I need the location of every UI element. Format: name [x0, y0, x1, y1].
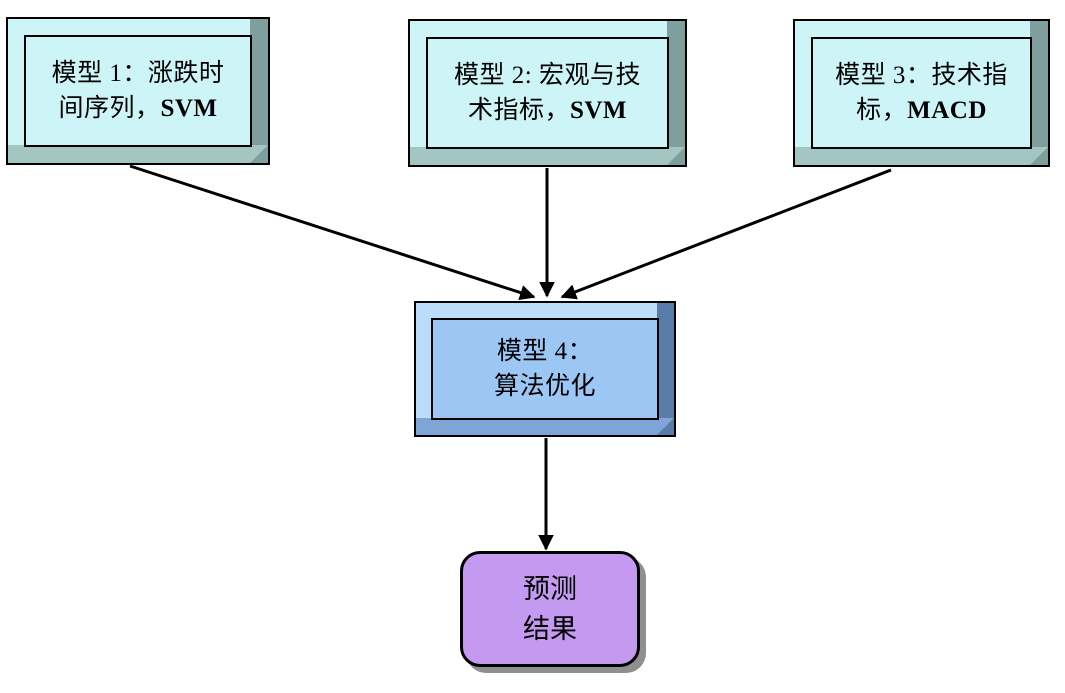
node-result[interactable]: 预测 结果: [460, 551, 640, 667]
node-model-1-line2-latin: SVM: [160, 95, 218, 122]
node-model-4-label: 模型 4： 算法优化: [494, 334, 596, 405]
bevel-shading: [410, 21, 685, 165]
node-model-4-face: 模型 4： 算法优化: [431, 318, 659, 420]
node-model-1-line2-cjk: 间序列，: [58, 95, 161, 122]
node-model-1-face: 模型 1：涨跌时 间序列，SVM: [24, 35, 252, 147]
node-model-3-line2: 标，MACD: [835, 93, 1008, 129]
node-result-line2: 结果: [523, 614, 577, 644]
node-model-3-label: 模型 3：技术指 标，MACD: [835, 58, 1008, 129]
edge-model3-to-model4: [560, 168, 892, 300]
node-model-1-label: 模型 1：涨跌时 间序列，SVM: [52, 56, 225, 127]
node-model-3-line1: 模型 3：技术指: [835, 61, 1008, 89]
node-model-1-line1: 模型 1：涨跌时: [51, 59, 225, 87]
node-model-4[interactable]: 模型 4： 算法优化: [414, 301, 676, 437]
bevel-shading: [8, 19, 268, 163]
bevel-shading: [795, 21, 1048, 165]
edge-model1-to-model4: [129, 164, 536, 301]
node-model-2-line2: 术指标，SVM: [454, 93, 641, 129]
node-model-3-line2-cjk: 标，: [856, 97, 908, 124]
node-result-line1: 预测: [523, 573, 577, 604]
node-model-4-line1: 模型 4：: [496, 337, 594, 365]
node-model-2-line2-latin: SVM: [569, 97, 628, 124]
node-model-3[interactable]: 模型 3：技术指 标，MACD: [793, 19, 1050, 167]
node-model-1-line2: 间序列，SVM: [52, 91, 225, 127]
node-model-3-line2-latin: MACD: [907, 97, 987, 124]
node-model-3-face: 模型 3：技术指 标，MACD: [811, 37, 1032, 149]
node-model-2-face: 模型 2: 宏观与技 术指标，SVM: [426, 37, 669, 149]
node-model-1[interactable]: 模型 1：涨跌时 间序列，SVM: [6, 17, 270, 165]
node-model-2-line2-cjk: 术指标，: [467, 97, 570, 124]
node-model-2[interactable]: 模型 2: 宏观与技 术指标，SVM: [408, 19, 687, 167]
bevel-shading: [416, 303, 674, 435]
node-model-2-label: 模型 2: 宏观与技 术指标，SVM: [454, 58, 641, 129]
node-model-4-line2: 算法优化: [493, 373, 596, 400]
node-model-2-line1: 模型 2: 宏观与技: [454, 61, 641, 89]
node-result-label: 预测 结果: [523, 569, 577, 650]
